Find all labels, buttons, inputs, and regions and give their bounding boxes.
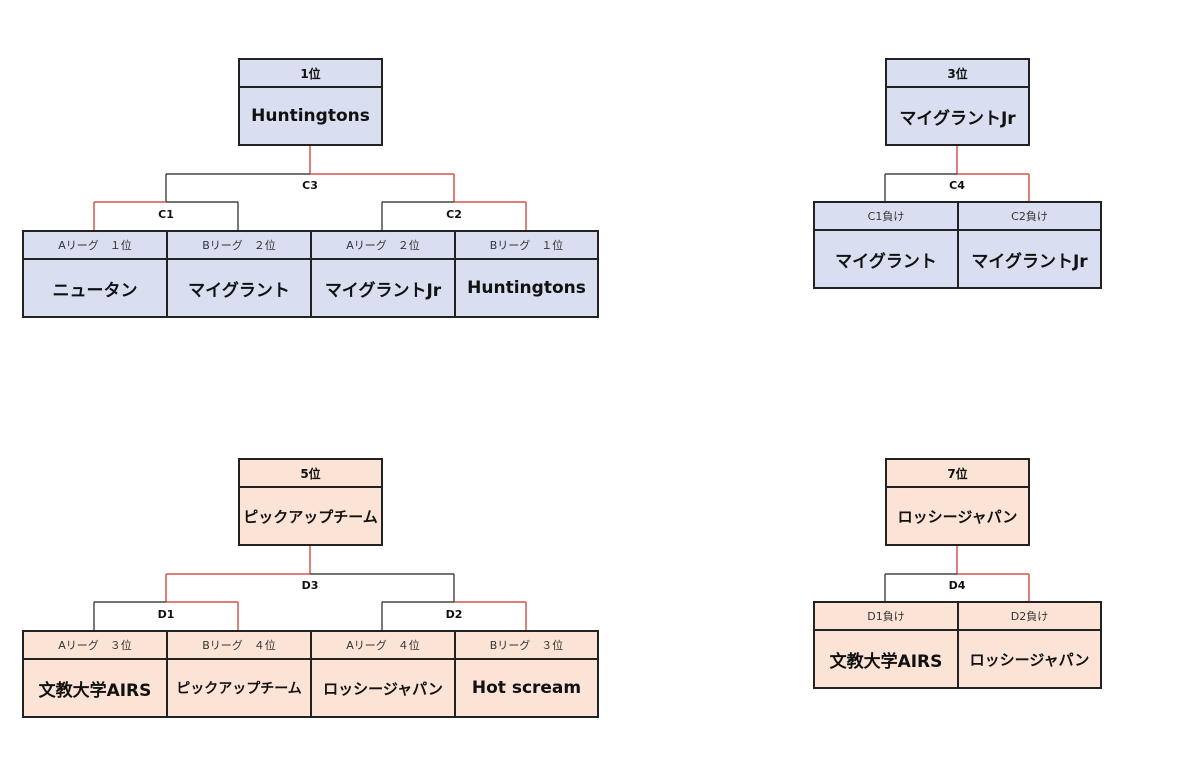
team-cell: 文教大学AIRS [813,629,959,689]
seed-label: D2負け [957,601,1102,631]
fifth-rank-label: 5位 [238,458,383,488]
team-cell: ロッシージャパン [310,658,456,718]
seed-label: C2負け [957,201,1102,231]
seed-label: Bリーグ １位 [454,230,599,260]
team-cell: マイグラント [813,229,959,289]
match-label-d4: D4 [948,579,966,592]
team-cell: Hot scream [454,658,599,718]
match-label-c3: C3 [302,179,318,192]
team-cell: マイグラント [166,258,312,318]
third-bracket-lines [884,146,1030,202]
seed-label: Aリーグ １位 [22,230,168,260]
seed-label: Bリーグ ４位 [166,630,312,660]
seventh-rank-label: 7位 [885,458,1030,488]
team-cell: ロッシージャパン [957,629,1102,689]
seventh-bracket-lines [884,546,1030,602]
match-label-d3: D3 [301,579,319,592]
match-label-c2: C2 [446,208,462,221]
fifth-bracket-lines [93,546,527,631]
seed-label: Bリーグ ２位 [166,230,312,260]
seed-label: Aリーグ ３位 [22,630,168,660]
seed-label: C1負け [813,201,959,231]
champ-rank-label: 1位 [238,58,383,88]
team-cell: 文教大学AIRS [22,658,168,718]
team-cell: Huntingtons [454,258,599,318]
fifth-winner: ピックアップチーム [238,486,383,546]
team-cell: マイグラントJr [310,258,456,318]
match-label-d2: D2 [445,608,463,621]
team-cell: ピックアップチーム [166,658,312,718]
team-cell: ニュータン [22,258,168,318]
seed-label: Aリーグ ４位 [310,630,456,660]
seed-label: Bリーグ ３位 [454,630,599,660]
seed-label: D1負け [813,601,959,631]
team-cell: マイグラントJr [957,229,1102,289]
champ-bracket-lines [93,146,527,231]
champ-winner: Huntingtons [238,86,383,146]
third-winner: マイグラントJr [885,86,1030,146]
seventh-winner: ロッシージャパン [885,486,1030,546]
third-rank-label: 3位 [885,58,1030,88]
seed-label: Aリーグ ２位 [310,230,456,260]
match-label-c1: C1 [158,208,174,221]
match-label-c4: C4 [949,179,965,192]
match-label-d1: D1 [157,608,175,621]
